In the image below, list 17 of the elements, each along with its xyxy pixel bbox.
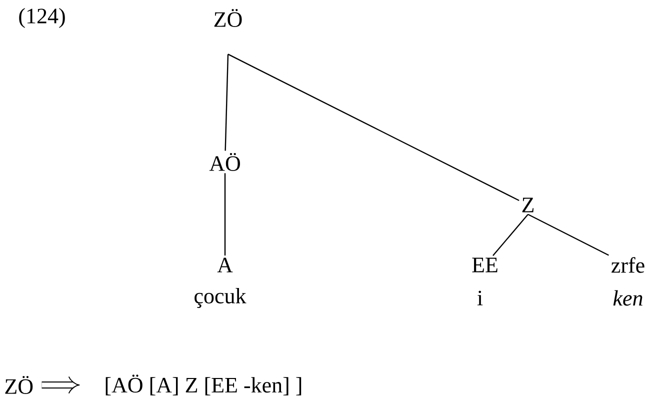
tree-branch xyxy=(492,214,528,256)
formula-text: [AÖ [A] Z [EE -ken] ] xyxy=(106,374,302,396)
tree-node-label: AÖ xyxy=(209,152,240,172)
tree-node-label: Z xyxy=(522,198,534,212)
formula-text: ZÖ xyxy=(5,376,33,394)
word-label: ken xyxy=(613,290,642,306)
word-label: i xyxy=(477,290,483,306)
example-number: (124) xyxy=(19,8,65,28)
tree-branch xyxy=(228,54,520,202)
tree-branch xyxy=(528,214,609,256)
tree-branch xyxy=(224,173,226,256)
tree-node-label: EE xyxy=(472,258,498,272)
tree-branch xyxy=(224,54,229,151)
tree-node-label: A xyxy=(217,258,233,272)
word-label: çocuk xyxy=(194,288,246,308)
tree-node-label: zrfe xyxy=(612,257,644,273)
tree-node-label: ZÖ xyxy=(214,8,242,28)
